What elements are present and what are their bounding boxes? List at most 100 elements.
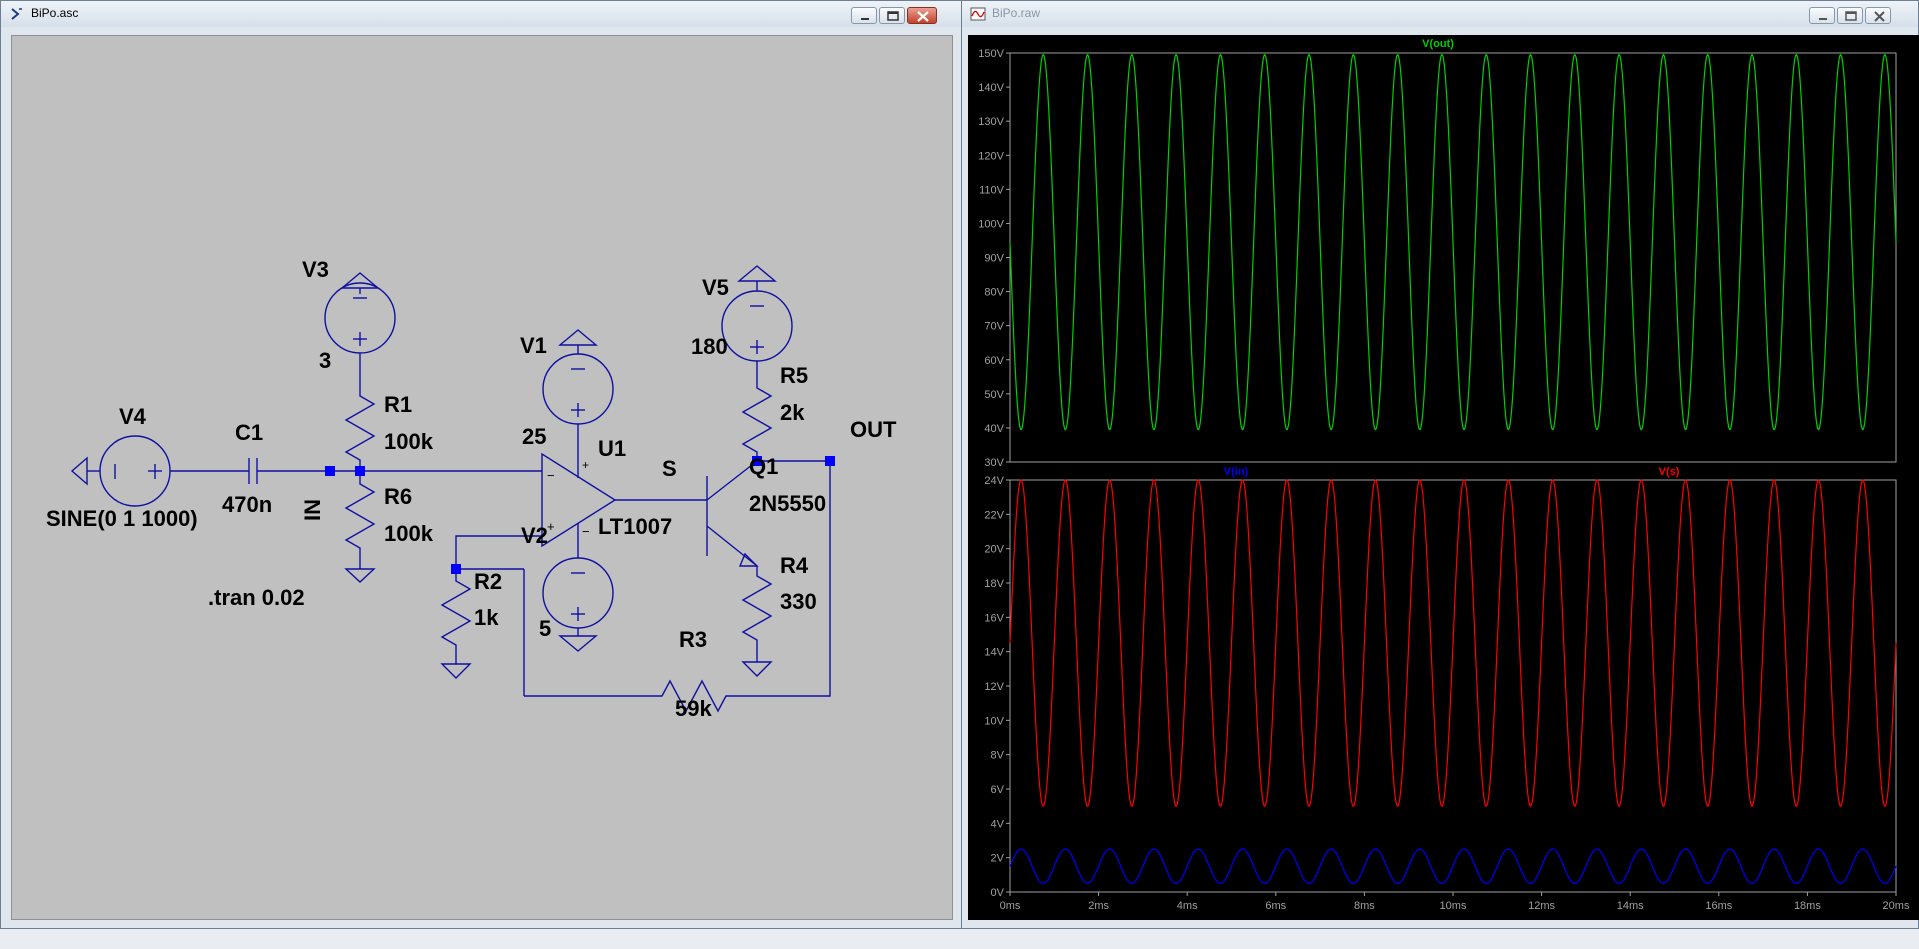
y-tick-label: 18V xyxy=(984,578,1004,590)
junction-r1-r6 xyxy=(355,466,365,476)
r1-name: R1 xyxy=(384,392,412,417)
minimize-button[interactable] xyxy=(1809,7,1835,24)
v2-name: V2 xyxy=(521,523,548,548)
junction-q1-collector xyxy=(752,456,762,466)
feedback-network[interactable] xyxy=(455,461,831,713)
x-tick-label: 0ms xyxy=(1000,900,1021,912)
x-tick-label: 16ms xyxy=(1705,900,1732,912)
y-tick-label: 120V xyxy=(978,150,1004,162)
legend-vin[interactable]: V(in) xyxy=(1224,466,1249,478)
y-tick-label: 24V xyxy=(984,475,1004,487)
v5-name: V5 xyxy=(702,275,729,300)
waveform-window-title: BiPo.raw xyxy=(992,6,1041,20)
y-tick-label: 60V xyxy=(984,355,1004,367)
legend-vs[interactable]: V(s) xyxy=(1659,466,1680,478)
schematic-app-icon xyxy=(11,8,22,20)
r3-value: 59k xyxy=(675,696,712,721)
opamp-minus-sign: − xyxy=(547,468,555,483)
minimize-button[interactable] xyxy=(851,7,877,24)
r6-resistor[interactable] xyxy=(344,471,376,583)
y-tick-label: 12V xyxy=(984,681,1004,693)
s-net-label: S xyxy=(662,456,677,481)
v1-name: V1 xyxy=(520,333,547,358)
y-tick-label: 4V xyxy=(991,818,1005,830)
x-tick-label: 18ms xyxy=(1794,900,1821,912)
series-vs-line xyxy=(1009,479,1897,807)
r4-name: R4 xyxy=(780,553,809,578)
r6-name: R6 xyxy=(384,484,412,509)
v2-source[interactable] xyxy=(542,557,614,652)
u1-opamp[interactable] xyxy=(541,452,707,558)
x-tick-label: 8ms xyxy=(1354,900,1375,912)
junction-r2 xyxy=(451,564,461,574)
v1-source[interactable] xyxy=(542,329,614,478)
y-tick-label: 10V xyxy=(984,715,1004,727)
q1-transistor[interactable] xyxy=(706,460,830,567)
out-net-label: OUT xyxy=(850,417,897,442)
opamp-vplus-sign: + xyxy=(582,458,589,472)
c1-name: C1 xyxy=(235,420,263,445)
x-tick-label: 14ms xyxy=(1617,900,1644,912)
y-tick-label: 6V xyxy=(991,784,1005,796)
waveform-app-icon xyxy=(970,7,986,21)
r3-name: R3 xyxy=(679,627,707,652)
r5-resistor[interactable] xyxy=(741,381,773,461)
maximize-icon xyxy=(887,11,899,21)
y-tick-label: 0V xyxy=(991,887,1005,899)
y-tick-label: 110V xyxy=(979,184,1005,196)
junction-out xyxy=(825,456,835,466)
waveform-plot[interactable]: 30V40V50V60V70V80V90V100V110V120V130V140… xyxy=(968,35,1919,920)
y-tick-label: 16V xyxy=(984,612,1004,624)
waveform-titlebar[interactable]: BiPo.raw xyxy=(962,1,1918,27)
r2-resistor[interactable] xyxy=(440,569,472,679)
y-tick-label: 22V xyxy=(984,509,1004,521)
r5-name: R5 xyxy=(780,363,808,388)
schematic-canvas[interactable]: − + + − V4 SINE(0 1 1000) C1 470n IN V3 … xyxy=(11,35,953,920)
in-net-label: IN xyxy=(300,499,325,521)
y-tick-label: 80V xyxy=(984,287,1004,299)
top-plot-pane[interactable]: 30V40V50V60V70V80V90V100V110V120V130V140… xyxy=(978,38,1897,469)
r2-value: 1k xyxy=(474,605,499,630)
y-tick-label: 2V xyxy=(991,853,1005,865)
maximize-button[interactable] xyxy=(879,7,905,24)
r1-resistor[interactable] xyxy=(344,389,376,471)
close-button[interactable] xyxy=(1865,7,1891,24)
minimize-icon xyxy=(861,18,869,20)
u1-value: LT1007 xyxy=(598,514,672,539)
v1-value: 25 xyxy=(522,424,546,449)
v3-source[interactable] xyxy=(324,272,396,389)
y-tick-label: 8V xyxy=(991,750,1005,762)
r4-resistor[interactable] xyxy=(741,566,773,677)
x-tick-label: 12ms xyxy=(1528,900,1555,912)
v4-source[interactable] xyxy=(70,435,249,507)
q1-name: Q1 xyxy=(749,454,778,479)
v5-source[interactable] xyxy=(721,265,793,381)
v3-value: 3 xyxy=(319,348,331,373)
schematic-window: BiPo.asc xyxy=(0,0,963,929)
tran-directive[interactable]: .tran 0.02 xyxy=(208,585,305,610)
close-icon xyxy=(1874,11,1885,22)
opamp-vminus-sign: − xyxy=(582,524,590,539)
close-icon xyxy=(917,11,929,22)
maximize-button[interactable] xyxy=(1837,7,1863,24)
series-vin-line xyxy=(1009,848,1897,885)
c1-value: 470n xyxy=(222,492,272,517)
x-tick-label: 6ms xyxy=(1265,900,1286,912)
y-tick-label: 70V xyxy=(984,321,1004,333)
c1-capacitor[interactable] xyxy=(248,458,542,484)
y-tick-label: 130V xyxy=(978,116,1004,128)
x-tick-label: 2ms xyxy=(1088,900,1109,912)
y-tick-label: 100V xyxy=(978,218,1004,230)
schematic-titlebar[interactable]: BiPo.asc xyxy=(1,1,962,27)
close-button[interactable] xyxy=(907,7,937,24)
q1-value: 2N5550 xyxy=(749,491,826,516)
r1-value: 100k xyxy=(384,429,434,454)
y-tick-label: 140V xyxy=(978,82,1004,94)
y-tick-label: 14V xyxy=(984,647,1004,659)
legend-vout[interactable]: V(out) xyxy=(1422,38,1454,50)
y-tick-label: 50V xyxy=(984,389,1004,401)
